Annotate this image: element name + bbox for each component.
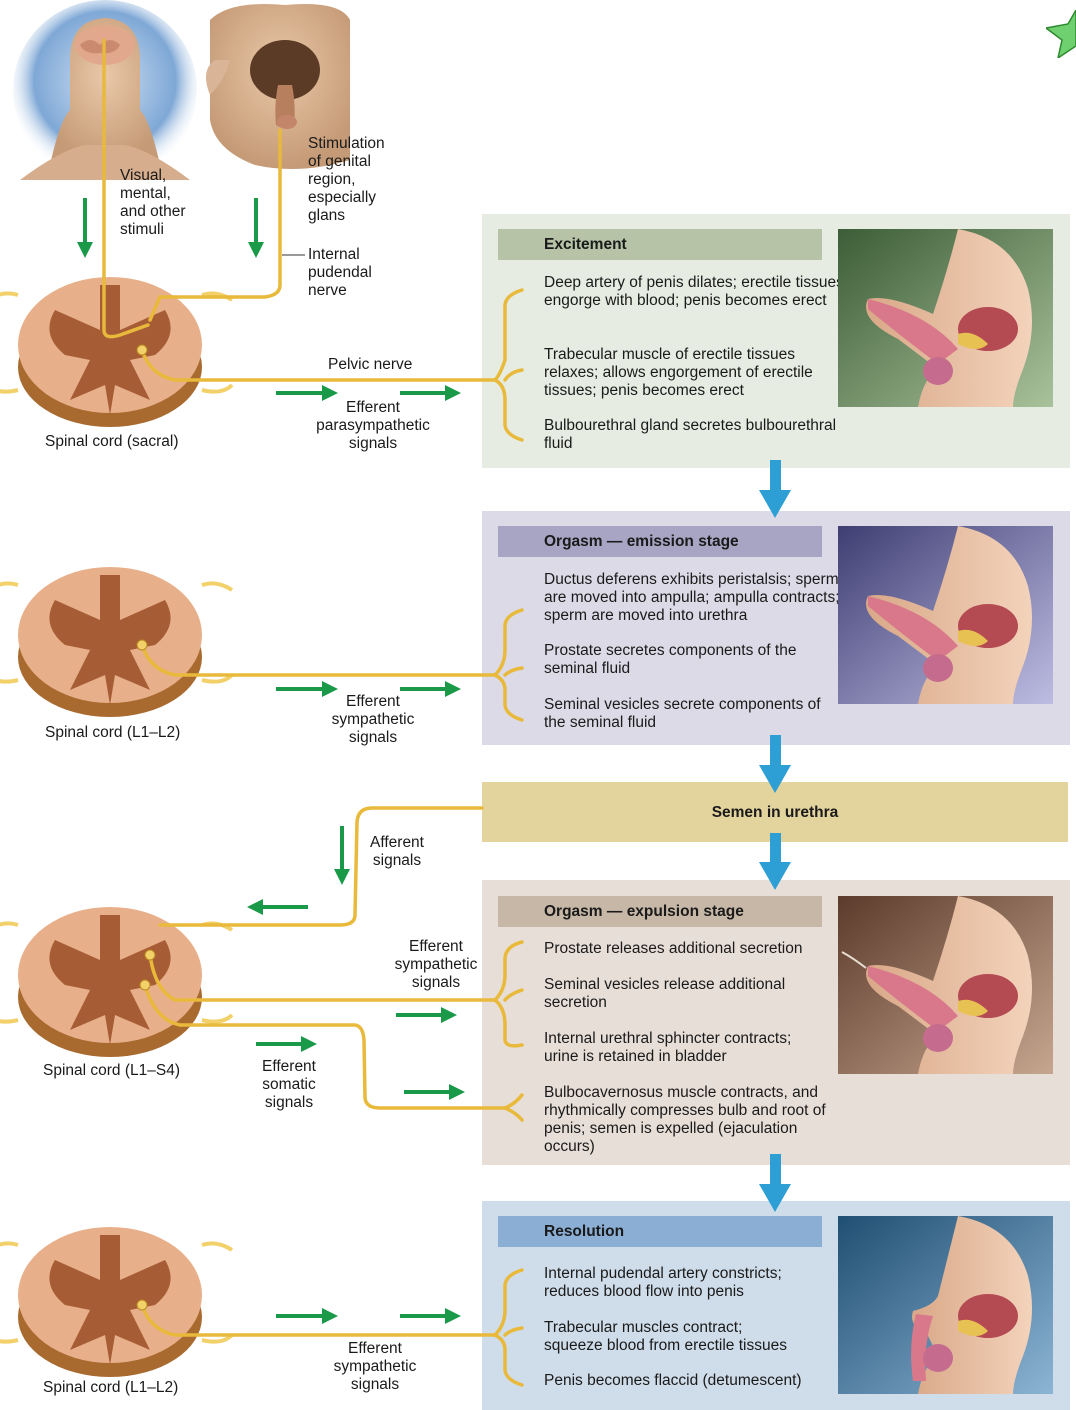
- spinal-cord-label: Spinal cord (L1–S4): [43, 1062, 180, 1080]
- stage-item: Bulbocavernosus muscle contracts, and rh…: [544, 1084, 844, 1156]
- efferent-sympathetic-emission-label: Efferent sympathetic signals: [313, 693, 433, 747]
- spinal-cord-sacral-illustration: [0, 277, 232, 427]
- spinal-cord-label: Spinal cord (sacral): [45, 433, 179, 451]
- stage-header: Orgasm — expulsion stage: [498, 896, 822, 927]
- stage-header: Excitement: [498, 229, 822, 260]
- stage-item: Seminal vesicles secrete components of t…: [544, 696, 834, 732]
- spinal-cord-label: Spinal cord (L1–L2): [43, 1379, 178, 1397]
- stimuli-label: Visual, mental, and other stimuli: [120, 167, 186, 239]
- nerve-dots: [137, 345, 155, 1310]
- stage-header: Semen in urethra: [482, 797, 1068, 828]
- panel-expulsion: Orgasm — expulsion stage Prostate releas…: [482, 880, 1070, 1165]
- stage-item: Trabecular muscle of erectile tissues re…: [544, 346, 844, 400]
- stage-item: Seminal vesicles release additional secr…: [544, 976, 804, 1012]
- panel-resolution: Resolution Internal pudendal artery cons…: [482, 1201, 1070, 1410]
- efferent-parasympathetic-label: Efferent parasympathetic signals: [303, 399, 443, 453]
- stage-item: Prostate secretes components of the semi…: [544, 642, 844, 678]
- efferent-somatic-label: Efferent somatic signals: [239, 1058, 339, 1112]
- anatomy-image-resolution: [838, 1216, 1053, 1394]
- stage-header: Resolution: [498, 1216, 822, 1247]
- stage-title: Excitement: [544, 236, 627, 253]
- pudendal-nerve-label: Internal pudendal nerve: [308, 246, 372, 300]
- stage-title: Semen in urethra: [712, 804, 839, 821]
- stage-item: Bulbourethral gland secretes bulbourethr…: [544, 417, 844, 453]
- pelvic-nerve-label: Pelvic nerve: [328, 356, 412, 374]
- spinal-cord-label: Spinal cord (L1–L2): [45, 724, 180, 742]
- stage-item: Internal pudendal artery constricts; red…: [544, 1265, 804, 1301]
- spinal-cord-l1s4-illustration: [0, 907, 232, 1057]
- stage-item: Ductus deferens exhibits peristalsis; sp…: [544, 571, 844, 625]
- stage-item: Trabecular muscles contract; squeeze blo…: [544, 1319, 804, 1355]
- stage-item: Penis becomes flaccid (detumescent): [544, 1372, 844, 1390]
- afferent-signals-label: Afferent signals: [357, 834, 437, 870]
- stage-item: Internal urethral sphincter contracts; u…: [544, 1030, 814, 1066]
- stage-title: Orgasm — expulsion stage: [544, 903, 744, 920]
- genital-stimulation-label: Stimulation of genital region, especiall…: [308, 135, 385, 225]
- panel-excitement: Excitement Deep artery of penis dilates;…: [482, 214, 1070, 468]
- anatomy-image-emission: [838, 526, 1053, 704]
- spinal-cord-l1l2-illustration: [0, 567, 232, 717]
- spinal-cord-l1l2-resolution-illustration: [0, 1227, 232, 1377]
- stage-header: Orgasm — emission stage: [498, 526, 822, 557]
- stage-item: Prostate releases additional secretion: [544, 940, 844, 958]
- anatomy-image-excitement: [838, 229, 1053, 407]
- panel-semen: Semen in urethra: [482, 782, 1068, 842]
- stage-title: Resolution: [544, 1223, 624, 1240]
- panel-emission: Orgasm — emission stage Ductus deferens …: [482, 511, 1070, 745]
- anatomy-image-expulsion: [838, 896, 1053, 1074]
- efferent-sympathetic-resolution-label: Efferent sympathetic signals: [315, 1340, 435, 1394]
- efferent-sympathetic-expulsion-label: Efferent sympathetic signals: [376, 938, 496, 992]
- stage-item: Deep artery of penis dilates; erectile t…: [544, 274, 844, 310]
- stage-title: Orgasm — emission stage: [544, 533, 739, 550]
- star-icon: [1046, 10, 1076, 58]
